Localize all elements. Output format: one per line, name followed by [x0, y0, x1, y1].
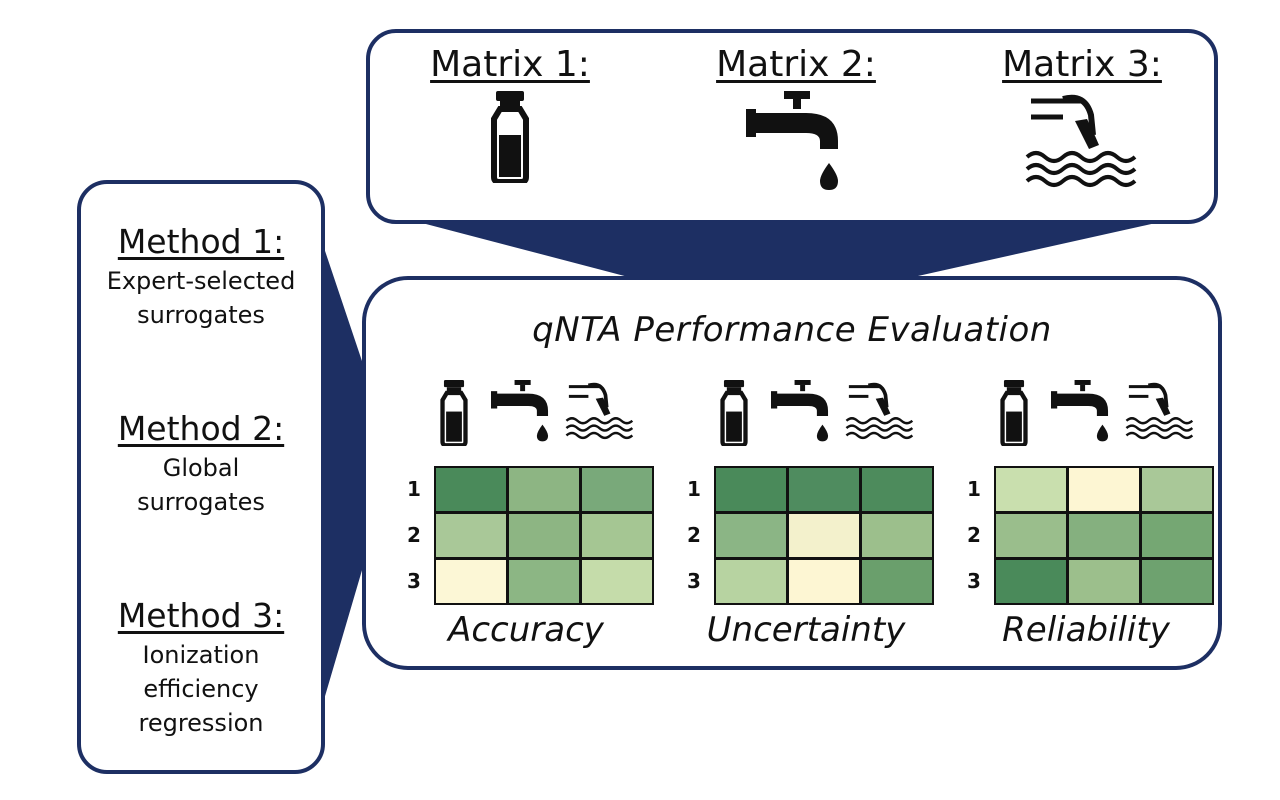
heatmap-cell: [789, 514, 859, 557]
row-label: 2: [967, 523, 981, 547]
heatmap-grid: [994, 466, 1214, 605]
heatmap-grid: [434, 466, 654, 605]
method-3-desc-line: regression: [138, 709, 264, 737]
metric-label: Reliability: [1002, 610, 1170, 650]
wastewater-icon: [1025, 94, 1137, 187]
wastewater-icon: [1125, 382, 1194, 440]
matrix-3-label: Matrix 3:: [1002, 44, 1162, 85]
matrix-1: Matrix 1:: [410, 45, 610, 183]
faucet-icon: [746, 91, 838, 190]
row-label: 1: [967, 477, 981, 501]
method-2: Method 2: Global surrogates: [81, 409, 321, 519]
heatmap-cell: [996, 468, 1066, 511]
heatmap-cell: [1069, 468, 1139, 511]
method-3: Method 3: Ionization efficiency regressi…: [81, 596, 321, 740]
matrix-2: Matrix 2:: [696, 45, 896, 191]
heatmap-cell: [789, 560, 859, 603]
method-2-desc-line: surrogates: [137, 488, 265, 516]
evaluation-title: qNTA Performance Evaluation: [532, 310, 1052, 350]
heatmap-cell: [996, 560, 1066, 603]
method-box: Method 1: Expert-selected surrogates Met…: [77, 180, 325, 774]
heatmap-cell: [862, 468, 932, 511]
heatmap-cell: [582, 468, 652, 511]
heatmap-cell: [716, 560, 786, 603]
faucet-icon: [1051, 380, 1109, 442]
vial-icon: [491, 91, 529, 183]
metric-label: Uncertainty: [706, 610, 906, 650]
heatmap-cell: [789, 468, 859, 511]
panel-accuracy: 1 2 3 Accuracy: [386, 380, 654, 650]
method-1: Method 1: Expert-selected surrogates: [81, 222, 321, 332]
row-label: 1: [407, 477, 421, 501]
method-3-desc-line: efficiency: [143, 675, 259, 703]
panel-uncertainty: 1 2 3 Uncertainty: [666, 380, 934, 650]
heatmap-cell: [1069, 560, 1139, 603]
method-1-label: Method 1:: [117, 222, 285, 261]
faucet-icon: [491, 380, 549, 442]
panel-reliability: 1 2 3 Reliability: [946, 380, 1214, 650]
matrix-1-label: Matrix 1:: [430, 44, 590, 85]
heatmap-cell: [1142, 514, 1212, 557]
heatmap-cell: [862, 514, 932, 557]
row-label: 2: [407, 523, 421, 547]
heatmap-cell: [509, 468, 579, 511]
method-to-evaluation-connector: [318, 230, 365, 720]
metric-label: Accuracy: [448, 610, 604, 650]
method-1-desc-line: Expert-selected: [106, 267, 296, 295]
heatmap-cell: [716, 514, 786, 557]
method-2-label: Method 2:: [117, 409, 285, 448]
heatmap-cell: [582, 514, 652, 557]
method-3-label: Method 3:: [117, 596, 285, 635]
heatmap-cell: [1142, 560, 1212, 603]
row-label: 3: [687, 569, 701, 593]
row-label: 3: [967, 569, 981, 593]
faucet-icon: [771, 380, 829, 442]
heatmap-grid: [714, 466, 934, 605]
method-1-desc-line: surrogates: [137, 301, 265, 329]
heatmap-cell: [436, 468, 506, 511]
row-label: 1: [687, 477, 701, 501]
vial-icon: [1000, 380, 1028, 446]
matrix-box: Matrix 1: Matrix 2: Matrix 3:: [366, 29, 1218, 224]
heatmap-cell: [436, 514, 506, 557]
wastewater-icon: [565, 382, 634, 440]
heatmap-cell: [716, 468, 786, 511]
vial-icon: [720, 380, 748, 446]
heatmap-cell: [582, 560, 652, 603]
evaluation-box: qNTA Performance Evaluation 1 2 3 Accura…: [362, 276, 1222, 670]
row-label: 2: [687, 523, 701, 547]
row-label: 3: [407, 569, 421, 593]
heatmap-cell: [509, 560, 579, 603]
vial-icon: [440, 380, 468, 446]
heatmap-cell: [1142, 468, 1212, 511]
heatmap-cell: [1069, 514, 1139, 557]
heatmap-cell: [436, 560, 506, 603]
heatmap-cell: [996, 514, 1066, 557]
matrix-2-label: Matrix 2:: [716, 44, 876, 85]
method-2-desc-line: Global: [162, 454, 240, 482]
heatmap-cell: [862, 560, 932, 603]
matrix-to-evaluation-connector: [380, 212, 1205, 280]
method-3-desc-line: Ionization: [142, 641, 260, 669]
matrix-3: Matrix 3:: [982, 45, 1182, 191]
heatmap-cell: [509, 514, 579, 557]
wastewater-icon: [845, 382, 914, 440]
